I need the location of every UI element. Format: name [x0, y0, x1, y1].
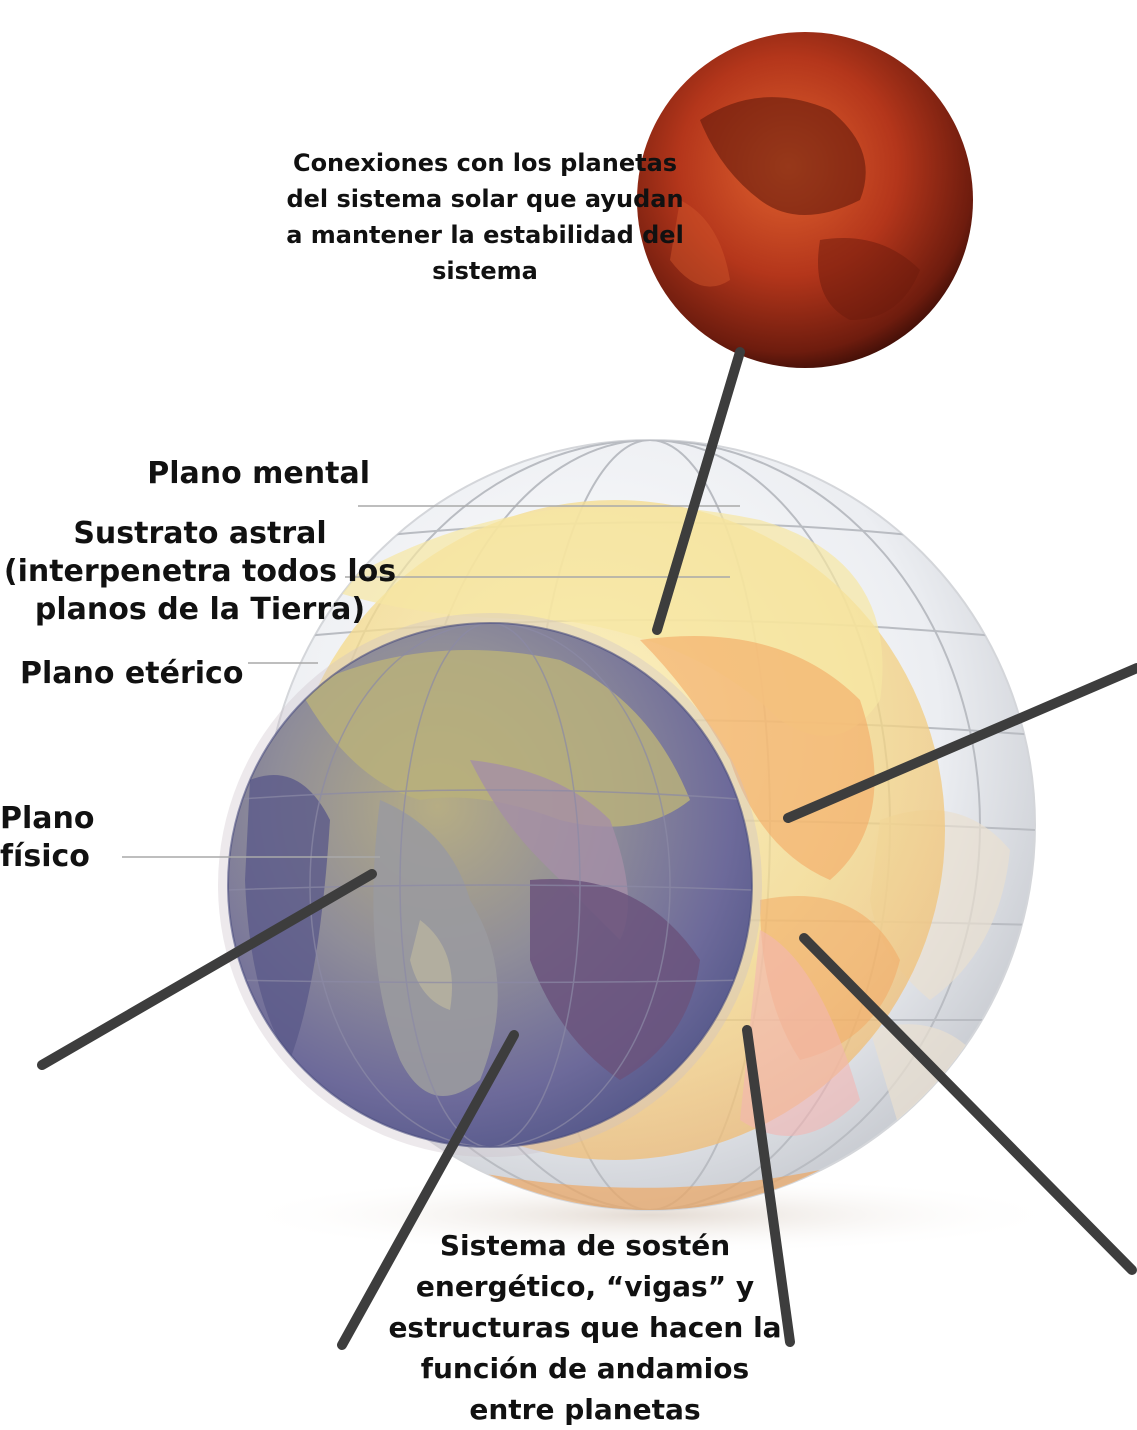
etheric-plane-label: Plano etérico [20, 656, 244, 691]
beam-to-planet [652, 347, 745, 635]
beam-right-lower [799, 933, 1137, 1275]
caption-line: del sistema solar que ayudan [286, 185, 684, 213]
physical-plane-label: Plano físico [0, 801, 95, 874]
astral-label-line: (interpenetra todos los [3, 554, 397, 589]
support-beams [37, 347, 1137, 1350]
caption-line: energético, “vigas” y [415, 1270, 755, 1303]
plane-leader-lines [122, 505, 740, 858]
beam-bottom-left [337, 1030, 519, 1350]
beam-left [37, 869, 377, 1070]
astral-label-line: planos de la Tierra) [34, 592, 366, 627]
caption-line: entre planetas [469, 1393, 701, 1426]
mental-plane-label: Plano mental [147, 456, 370, 491]
caption-line: Conexiones con los planetas [292, 149, 678, 177]
caption-line: función de andamios [420, 1352, 750, 1385]
planet-connections-caption: Conexiones con los planetas del sistema … [280, 145, 690, 289]
caption-line: a mantener la estabilidad del [286, 221, 684, 249]
caption-line: sistema [432, 257, 538, 285]
caption-line: estructuras que hacen la [388, 1311, 782, 1344]
beam-bottom-right [742, 1025, 795, 1347]
beam-right-upper [783, 663, 1137, 823]
red-planet [637, 32, 973, 368]
support-system-caption: Sistema de sostén energético, “vigas” y … [380, 1225, 790, 1430]
caption-line: Sistema de sostén [439, 1229, 731, 1262]
ground-shadow [230, 1175, 1070, 1255]
astral-substratum-label: Sustrato astral (interpenetra todos los … [0, 515, 400, 629]
astral-label-line: Sustrato astral [73, 516, 327, 551]
earth-physical-plane [227, 622, 753, 1148]
